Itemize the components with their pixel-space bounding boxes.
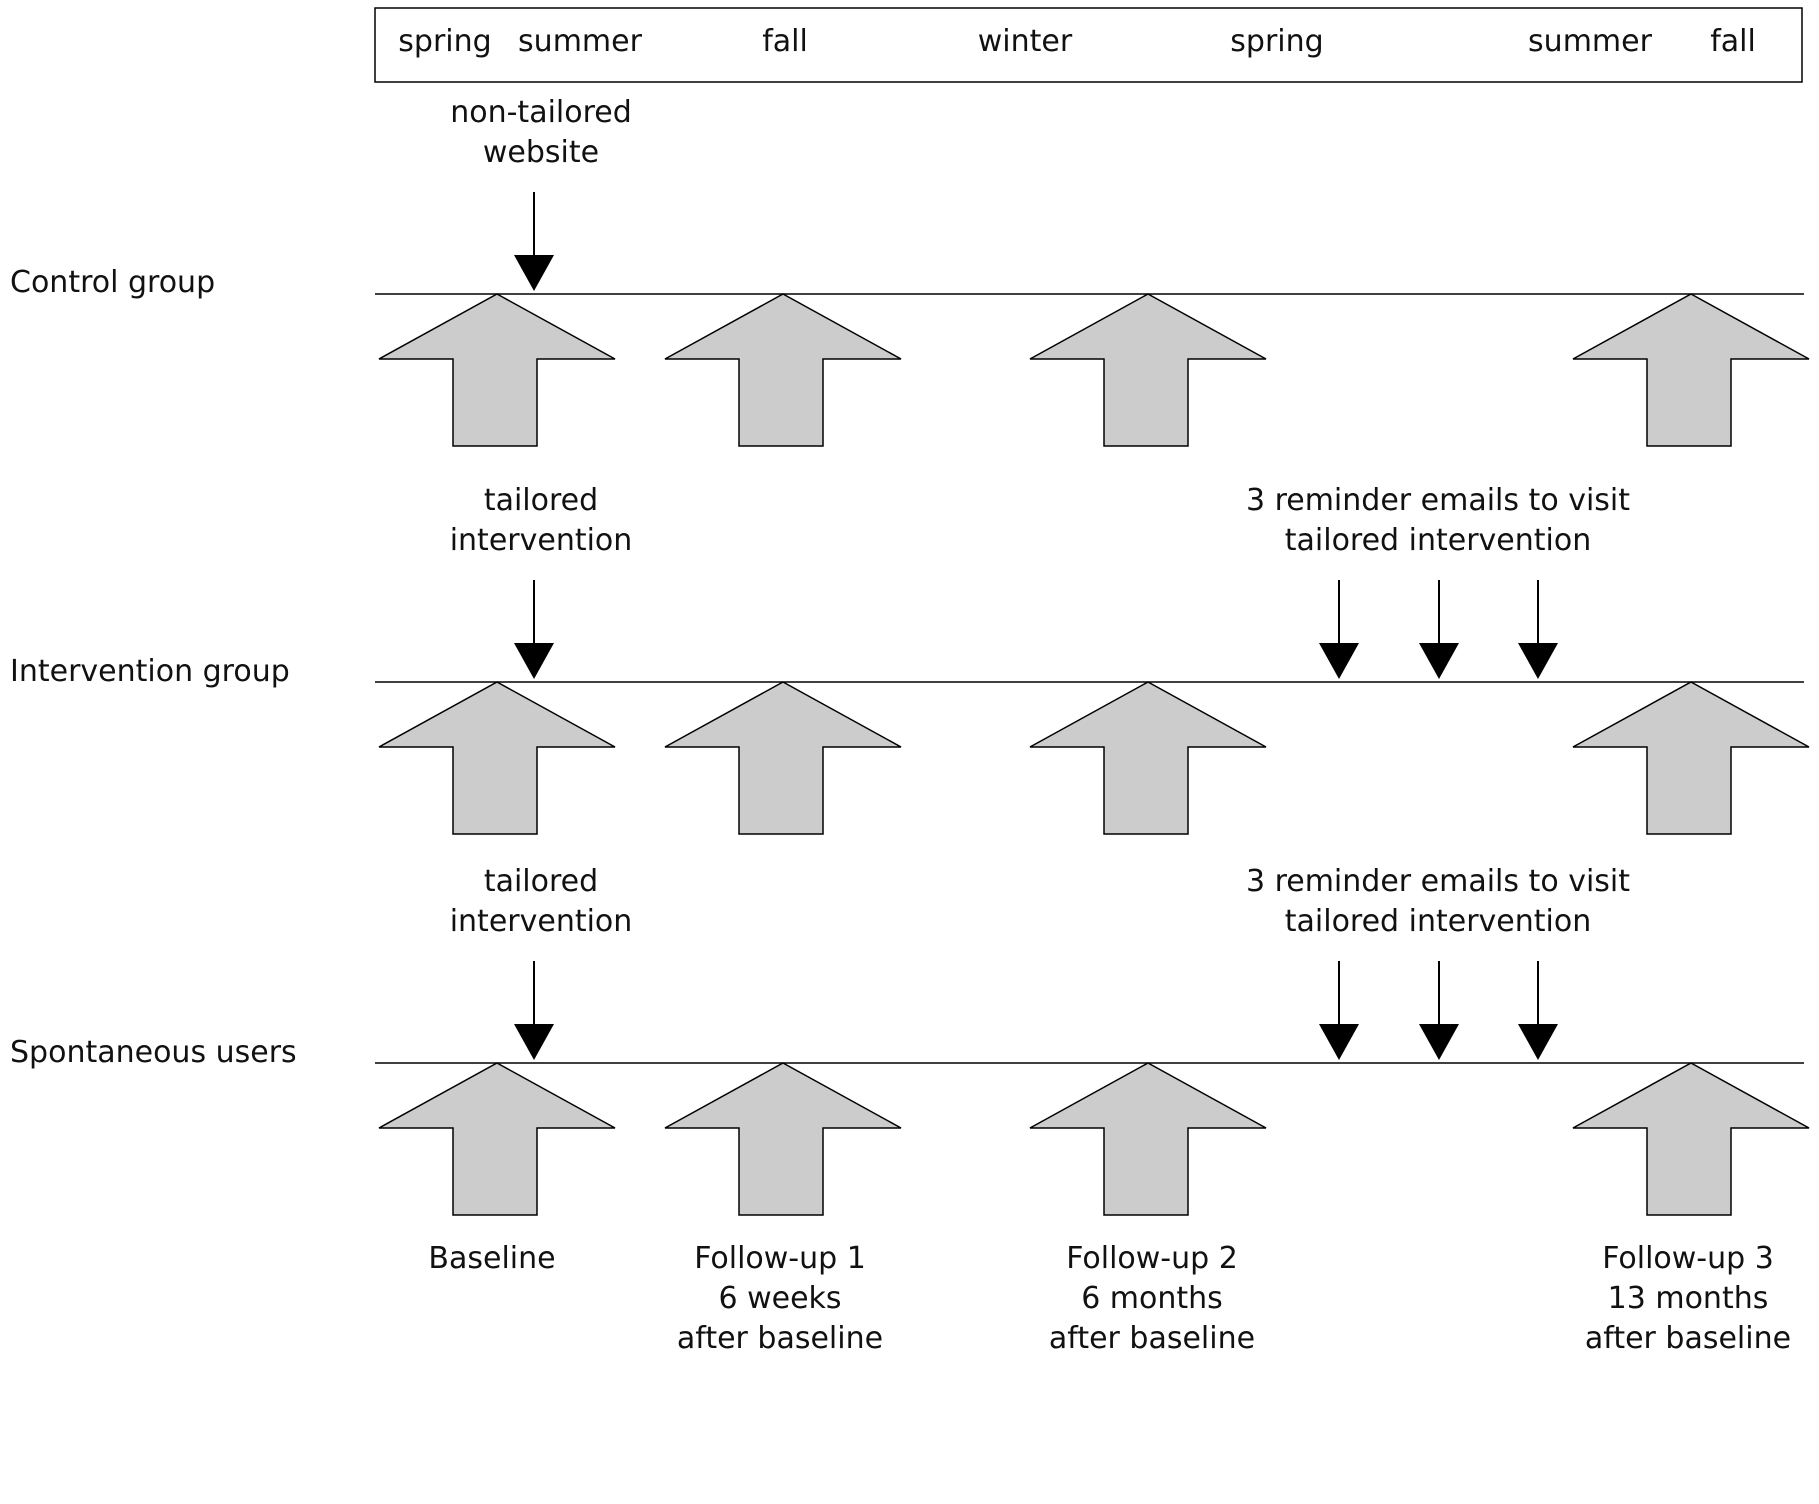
reminder-email-arrow [1518, 961, 1558, 1060]
reminder-note-text: tailored intervention [1285, 904, 1591, 939]
measurement-label: Follow-up 1 [694, 1241, 866, 1276]
down-arrow-head [1419, 643, 1459, 679]
measurement-arrow-follow-up-3 [1572, 1062, 1810, 1216]
reminder-email-arrow [1419, 961, 1459, 1060]
measurement-arrow-baseline [378, 681, 616, 835]
measurement-arrow-baseline [378, 293, 616, 447]
reminder-note-text: 3 reminder emails to visit [1246, 483, 1630, 518]
start-intervention-arrow [514, 961, 554, 1060]
season-header-box [374, 7, 1803, 83]
group-label: Spontaneous users [10, 1035, 297, 1070]
measurement-arrow-baseline [378, 1062, 616, 1216]
group-label: Intervention group [10, 654, 290, 689]
start-note-text: intervention [450, 523, 633, 558]
measurement-label: after baseline [1585, 1321, 1791, 1356]
measurement-arrow-follow-up-1 [664, 681, 902, 835]
start-note-text: tailored [484, 864, 598, 899]
measurement-arrow-follow-up-2 [1029, 1062, 1267, 1216]
measurement-arrow-follow-up-2 [1029, 293, 1267, 447]
season-label: winter [978, 24, 1073, 59]
start-note-text: intervention [450, 904, 633, 939]
down-arrow-head [1518, 643, 1558, 679]
down-arrow-head [514, 1024, 554, 1060]
down-arrow-head [1518, 1024, 1558, 1060]
measurement-label: after baseline [677, 1321, 883, 1356]
season-label: spring [1230, 24, 1323, 59]
down-arrow-head [514, 255, 554, 291]
reminder-email-arrow [1319, 961, 1359, 1060]
season-label: fall [1710, 24, 1756, 59]
reminder-note-text: 3 reminder emails to visit [1246, 864, 1630, 899]
reminder-note-text: tailored intervention [1285, 523, 1591, 558]
down-arrow-head [1419, 1024, 1459, 1060]
measurement-arrow-follow-up-3 [1572, 681, 1810, 835]
start-intervention-arrow [514, 192, 554, 291]
reminder-email-arrow [1419, 580, 1459, 679]
down-arrow-head [514, 643, 554, 679]
measurement-label: 6 months [1081, 1281, 1223, 1316]
measurement-arrow-follow-up-1 [664, 1062, 902, 1216]
group-label: Control group [10, 265, 215, 300]
reminder-email-arrow [1518, 580, 1558, 679]
start-note-text: website [483, 135, 599, 170]
start-intervention-arrow [514, 580, 554, 679]
measurement-label: 13 months [1608, 1281, 1769, 1316]
season-label: summer [518, 24, 643, 59]
season-label: fall [762, 24, 808, 59]
measurement-label: after baseline [1049, 1321, 1255, 1356]
season-label: summer [1528, 24, 1653, 59]
measurement-arrow-follow-up-1 [664, 293, 902, 447]
start-note-text: non-tailored [450, 95, 632, 130]
reminder-email-arrow [1319, 580, 1359, 679]
measurement-arrow-follow-up-3 [1572, 293, 1810, 447]
measurement-label: Follow-up 3 [1602, 1241, 1774, 1276]
measurement-label: Follow-up 2 [1066, 1241, 1238, 1276]
start-note-text: tailored [484, 483, 598, 518]
down-arrow-head [1319, 643, 1359, 679]
measurement-arrow-follow-up-2 [1029, 681, 1267, 835]
season-label: spring [398, 24, 491, 59]
down-arrow-head [1319, 1024, 1359, 1060]
measurement-label: Baseline [428, 1241, 555, 1276]
measurement-label: 6 weeks [718, 1281, 841, 1316]
